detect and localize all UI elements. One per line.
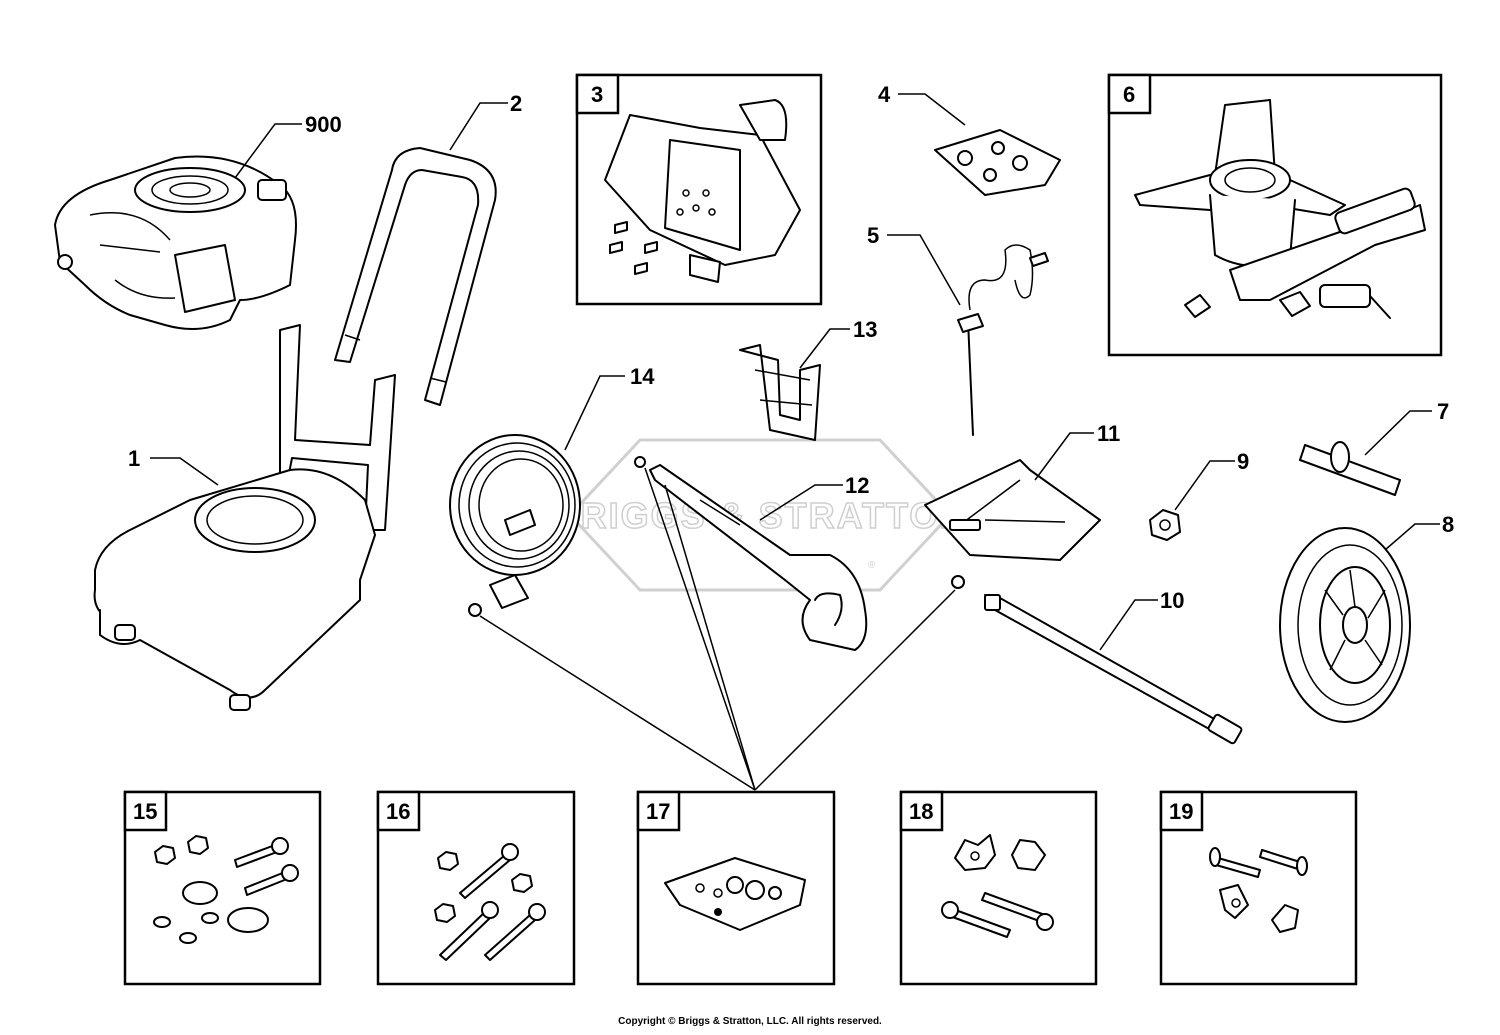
part-18-knob-kit[interactable] (941, 834, 1054, 938)
leader-5 (887, 234, 961, 306)
part-900-engine[interactable] (54, 155, 297, 330)
part-11-literature-bag[interactable] (924, 459, 1101, 561)
part-15-hardware-kit[interactable] (153, 835, 299, 944)
box-label-18: 18 (909, 799, 933, 824)
leader-14 (564, 375, 625, 451)
brand-watermark: BRIGGS & STRATTON ® (552, 438, 968, 592)
leader-2 (449, 102, 508, 151)
part-9-nut[interactable] (1149, 509, 1181, 541)
box-label-15: 15 (133, 799, 157, 824)
part-4-nozzle-bag[interactable] (934, 129, 1061, 196)
watermark-text: BRIGGS & STRATTON (553, 495, 968, 536)
part-5-thermal-sensor[interactable] (957, 244, 1049, 436)
part-8-wheel[interactable] (1279, 527, 1411, 723)
leader-10 (1099, 599, 1158, 651)
callout-10: 10 (1160, 588, 1184, 613)
callout-9: 9 (1237, 449, 1249, 474)
part-7-axle[interactable] (1299, 441, 1401, 496)
callout-1: 1 (128, 446, 140, 471)
box-label-17: 17 (646, 799, 670, 824)
part-13-gun-holder[interactable] (739, 344, 821, 441)
callout-900: 900 (305, 112, 342, 137)
o-ring-leaders (479, 467, 956, 791)
callout-13: 13 (853, 317, 877, 342)
part-10-spray-lance[interactable] (951, 575, 1243, 745)
box-19-panel[interactable] (1159, 790, 1358, 986)
box-18-tag (899, 790, 944, 832)
leader-4 (898, 93, 966, 126)
box-3-tag (575, 73, 620, 115)
callout-8: 8 (1442, 512, 1454, 537)
box-17-tag (636, 790, 681, 832)
part-14-hose[interactable] (449, 434, 581, 617)
callout-5: 5 (867, 223, 879, 248)
part-19-screw-kit[interactable] (1209, 847, 1308, 933)
leader-11 (1034, 432, 1094, 481)
part-12-spray-gun[interactable] (634, 456, 868, 651)
box-label-16: 16 (386, 799, 410, 824)
part-3-control-panel[interactable] (604, 99, 801, 283)
callout-12: 12 (845, 473, 869, 498)
callout-4: 4 (878, 82, 891, 107)
callout-7: 7 (1437, 399, 1449, 424)
box-19-tag (1159, 790, 1204, 832)
leader-900 (234, 123, 302, 179)
box-label-3: 3 (591, 82, 603, 107)
leader-12 (759, 484, 843, 521)
leader-1 (150, 457, 219, 486)
leader-7 (1364, 410, 1432, 456)
callout-14: 14 (630, 364, 655, 389)
watermark-registered-mark: ® (868, 560, 876, 571)
callout-11: 11 (1097, 421, 1120, 446)
box-label-6: 6 (1123, 82, 1135, 107)
leader-13 (799, 328, 850, 369)
part-1-frame[interactable] (93, 324, 396, 711)
part-17-o-ring-kit[interactable] (664, 857, 806, 931)
part-16-bolt-kit[interactable] (434, 843, 546, 961)
box-6-tag (1107, 73, 1152, 115)
box-16-tag (376, 790, 421, 832)
copyright-notice: Copyright © Briggs & Stratton, LLC. All … (618, 1016, 882, 1027)
callout-2: 2 (510, 91, 522, 116)
leader-9 (1174, 460, 1235, 511)
box-label-19: 19 (1169, 799, 1193, 824)
part-6-pump[interactable] (1134, 99, 1426, 319)
leader-8 (1384, 523, 1440, 551)
box-15-tag (123, 790, 168, 832)
part-2-handle[interactable] (334, 147, 497, 406)
